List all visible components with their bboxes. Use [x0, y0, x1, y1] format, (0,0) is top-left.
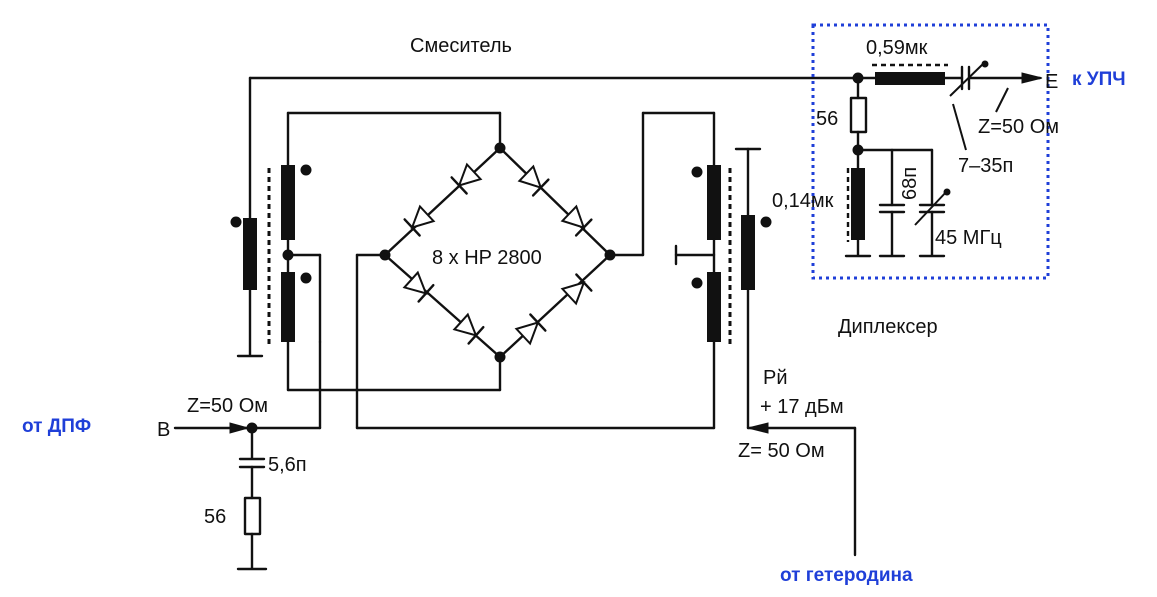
series-inductor-label: 0,59мк — [866, 37, 928, 59]
input-port-label: В — [157, 419, 170, 441]
lo-arrow — [747, 422, 769, 434]
resistor-56-input — [243, 496, 262, 536]
output-arrow — [1021, 72, 1043, 84]
shunt-inductor-label: 0,14мк — [772, 190, 834, 212]
frequency-label: 45 МГц — [935, 227, 1002, 249]
output-impedance-label: Z=50 Ом — [978, 116, 1059, 138]
lo-impedance-label: Z= 50 Ом — [738, 440, 825, 462]
input-impedance-label: Z=50 Ом — [187, 395, 268, 417]
lo-power-value: + 17 дБм — [760, 396, 844, 418]
right-transformer — [674, 147, 857, 557]
input-arrow — [229, 422, 250, 434]
trimmer-label: 7–35п — [958, 155, 1013, 177]
diplexer-resistor-label: 56 — [816, 108, 838, 130]
from-bpf-annotation: от ДПФ — [22, 416, 91, 437]
left-transformer — [230, 76, 322, 392]
input-network — [173, 340, 322, 571]
diode-bridge — [379, 142, 616, 363]
mixer-label: Смеситель — [410, 35, 512, 57]
diode-bridge-label: 8 x HP 2800 — [432, 247, 542, 269]
from-lo-annotation: от гетеродина — [780, 565, 913, 586]
shunt-capacitor-label: 68п — [899, 167, 921, 200]
input-resistor-label: 56 — [204, 506, 226, 528]
input-capacitor-label: 5,6п — [268, 454, 307, 476]
lo-power-label: Pй — [763, 367, 788, 389]
diplexer-frame — [811, 23, 1050, 280]
output-port-label: Е — [1045, 71, 1058, 93]
diplexer-label: Диплексер — [838, 316, 938, 338]
diplexer-network — [844, 60, 1043, 258]
to-if-annotation: к УПЧ — [1072, 69, 1126, 90]
